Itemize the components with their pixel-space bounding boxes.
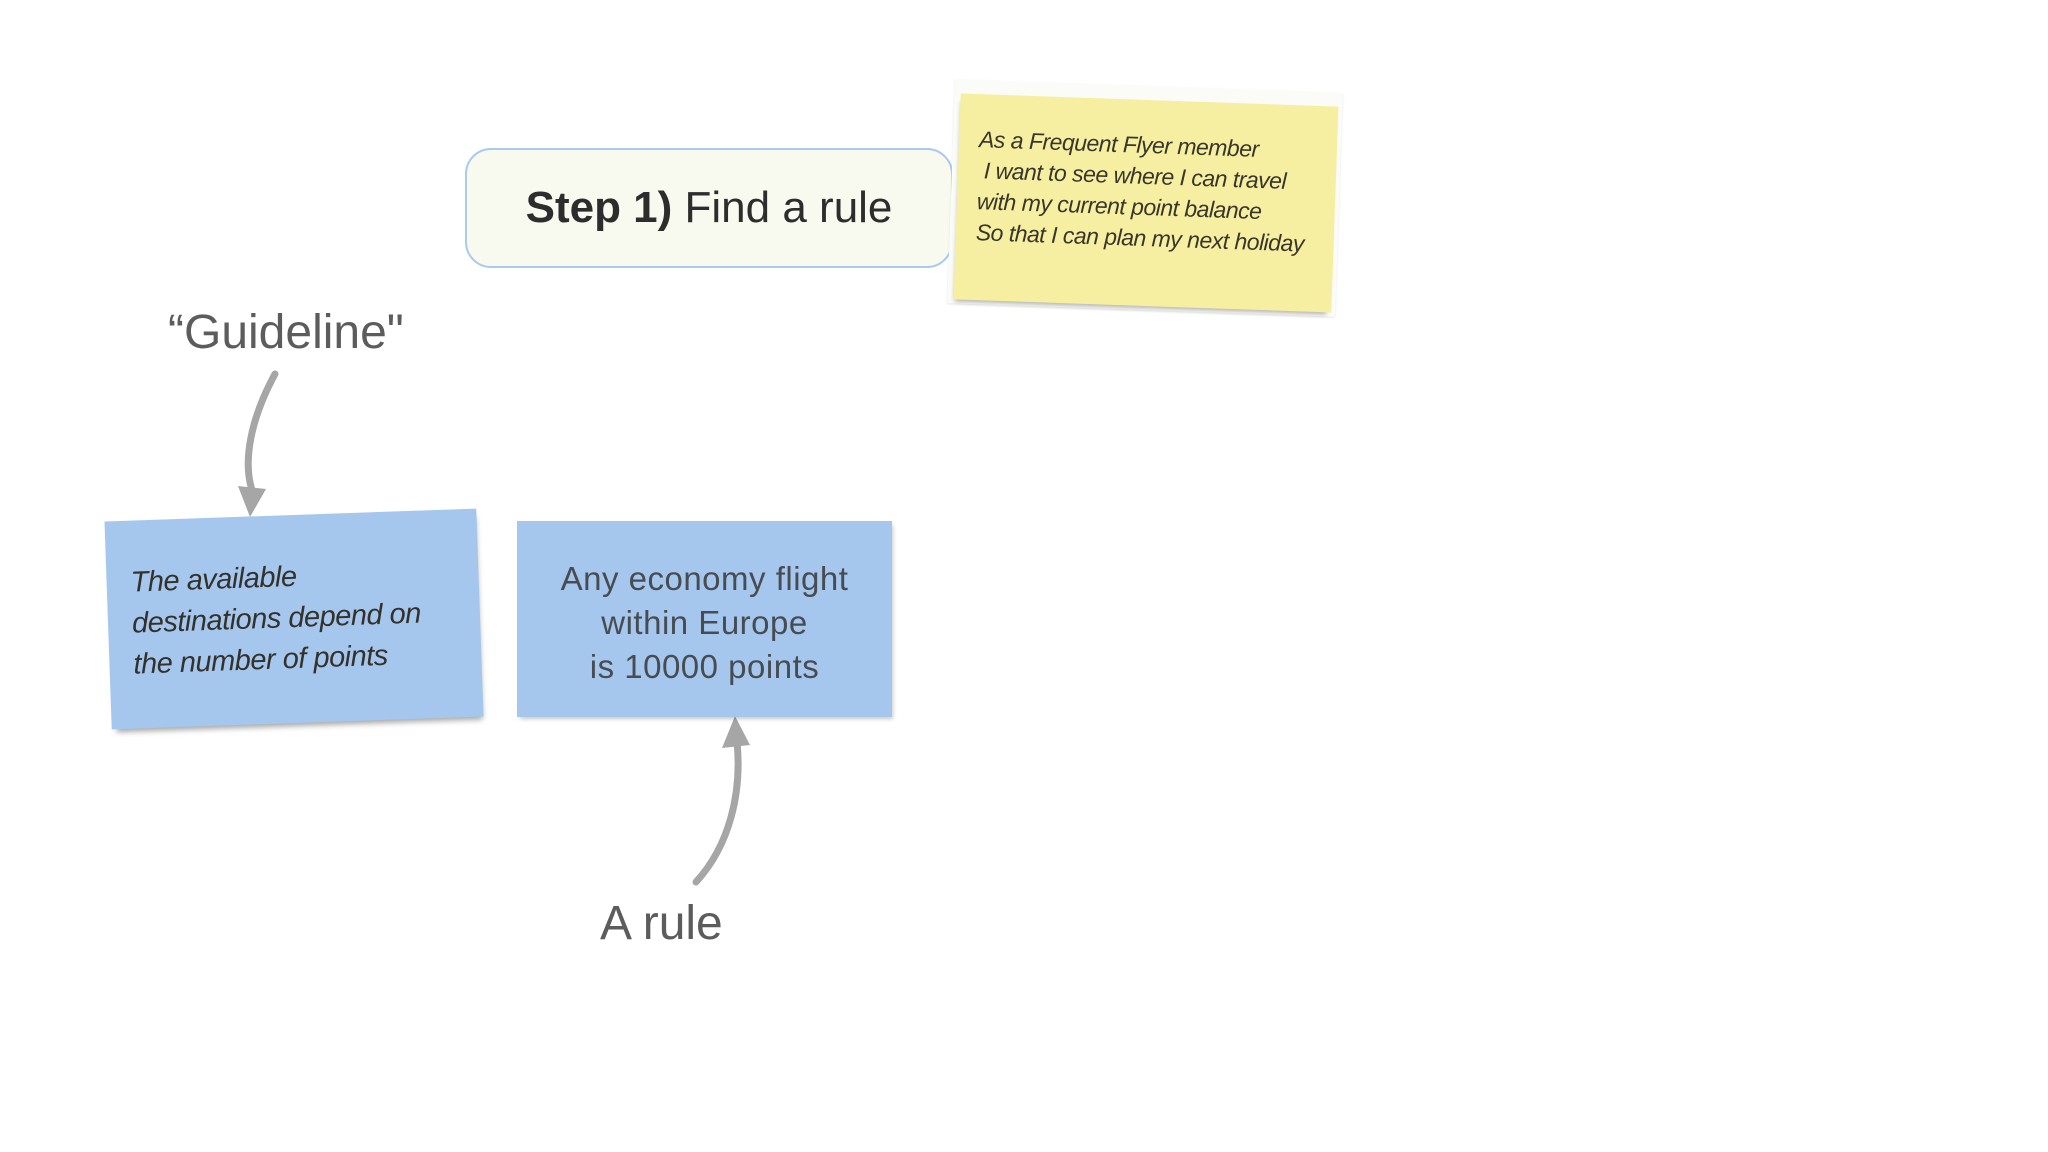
rule-label: A rule — [600, 897, 723, 950]
step-title-box: Step 1) Find a rule — [465, 148, 953, 268]
step-title-label: Find a rule — [672, 183, 893, 232]
guideline-arrow — [238, 370, 279, 517]
rule-note-line: Any economy flight — [560, 560, 849, 597]
user-story-sticky-note: As a Frequent Flyer member I want to see… — [953, 93, 1339, 313]
rule-note-line: is 10000 points — [589, 648, 820, 685]
rule-arrow — [692, 716, 750, 886]
rule-sticky-note: Any economy flight within Europe is 1000… — [517, 521, 892, 717]
guideline-label: “Guideline" — [168, 306, 404, 359]
guideline-sticky-note: The available destinations depend on the… — [104, 508, 484, 730]
step-number-label: Step 1) — [525, 183, 673, 232]
rule-note-line: within Europe — [601, 604, 808, 641]
